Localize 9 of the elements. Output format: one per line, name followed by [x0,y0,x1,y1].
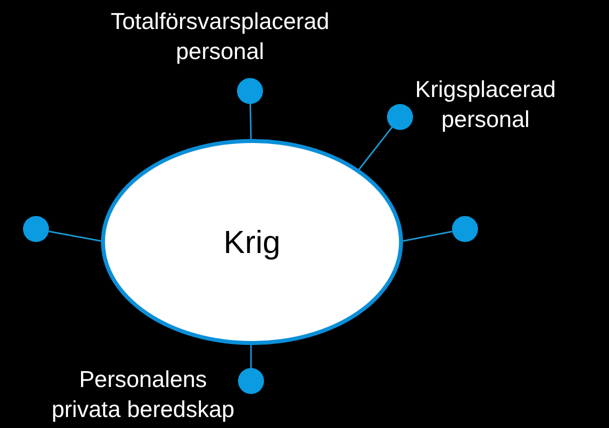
connector-line [356,126,393,172]
node-caption: Personalens privata beredskap [50,365,236,424]
node-label: Krig [224,223,280,262]
connector-line [250,345,252,368]
node-caption: Krigsplacerad personal [414,75,557,134]
connector-line [250,104,252,140]
node-caption: Totalförsvarsplacerad personal [110,7,330,66]
connector-line [402,230,452,242]
connector-line [48,230,102,242]
